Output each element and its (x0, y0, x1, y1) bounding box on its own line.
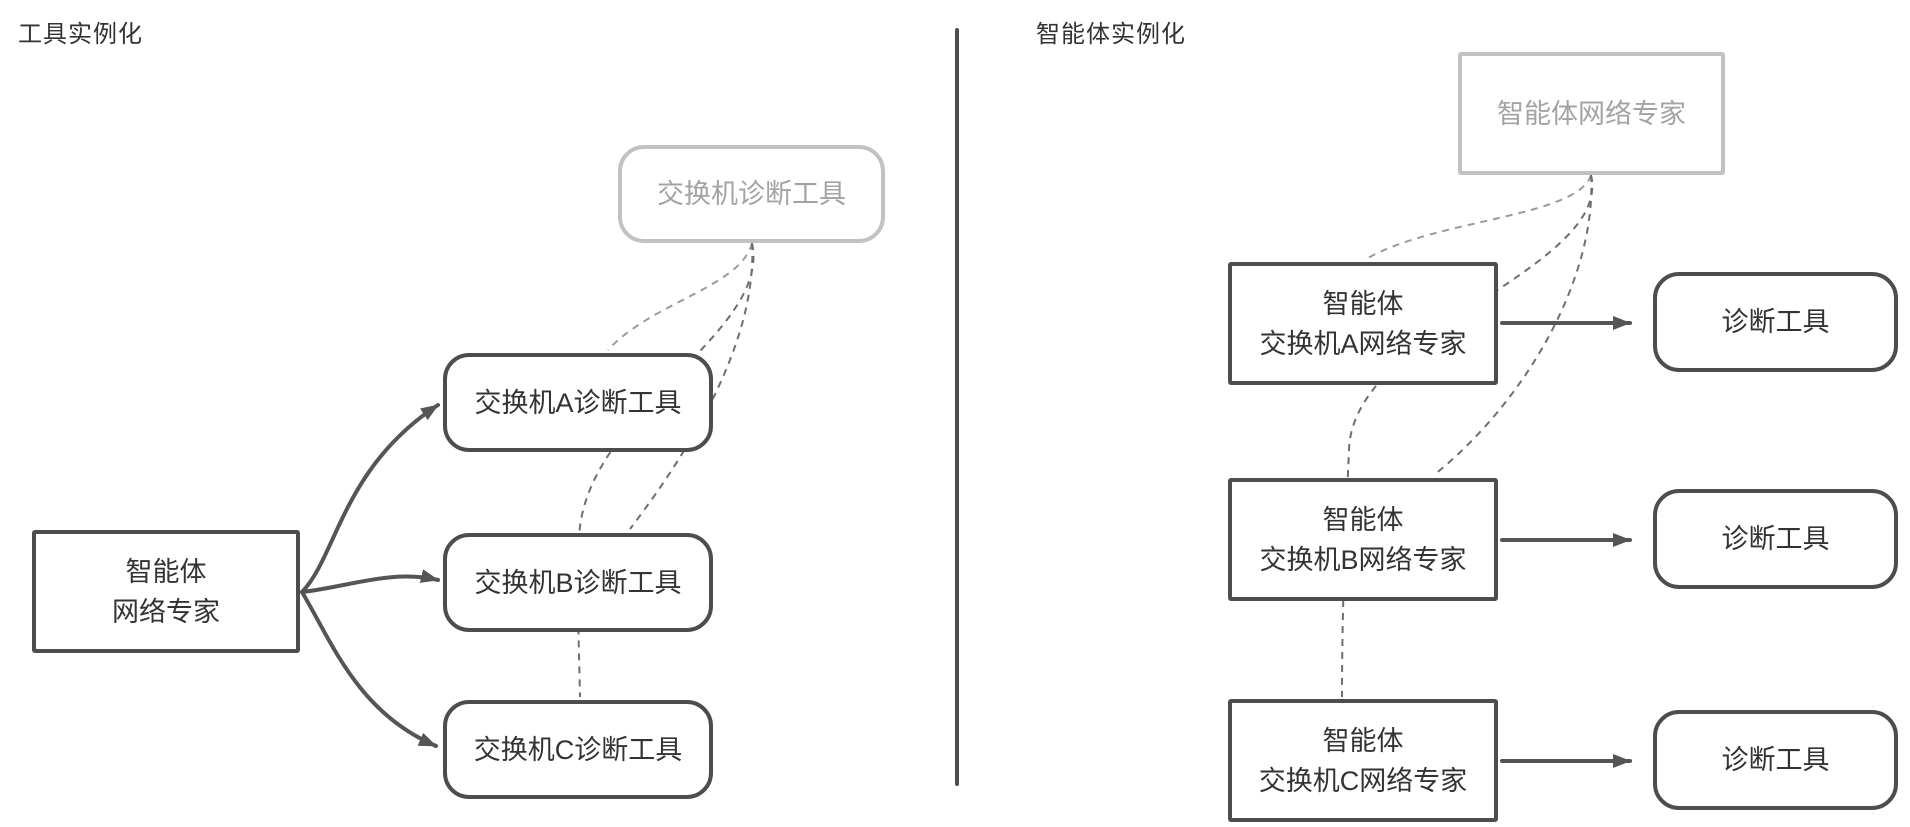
network-expert-agent-node: 智能体 网络专家 (32, 530, 300, 653)
tool-node-label: 交换机A诊断工具 (474, 387, 682, 418)
tool-node-switch-b: 交换机B诊断工具 (443, 533, 713, 632)
agent-node-label-line1: 智能体 (1322, 288, 1404, 319)
template-tool-label: 交换机诊断工具 (657, 179, 846, 209)
instantiation-link-agent-a (1367, 174, 1592, 259)
diagnostic-tool-label: 诊断工具 (1721, 745, 1830, 775)
agent-node-switch-a: 智能体 交换机A网络专家 (1228, 262, 1498, 385)
right-panel-title: 智能体实例化 (1036, 21, 1186, 48)
agent-node-label-line2: 交换机B网络专家 (1259, 544, 1467, 575)
instantiation-link-tool-b (629, 242, 754, 530)
diagnostic-tool-node-a: 诊断工具 (1653, 272, 1898, 372)
agent-node-label-line1: 智能体 (1322, 725, 1404, 756)
diagnostic-tool-label: 诊断工具 (1721, 524, 1830, 554)
template-tool-node: 交换机诊断工具 (618, 145, 885, 243)
tool-node-label: 交换机C诊断工具 (473, 734, 683, 765)
diagnostic-tool-node-c: 诊断工具 (1653, 710, 1898, 810)
agent-node-switch-c: 智能体 交换机C网络专家 (1228, 699, 1498, 822)
agent-node-label-line2: 交换机C网络专家 (1258, 765, 1468, 796)
diagnostic-tool-node-b: 诊断工具 (1653, 489, 1898, 589)
panel-divider (955, 28, 959, 786)
instantiation-link-agent-c (1341, 174, 1594, 698)
tool-node-label: 交换机B诊断工具 (474, 567, 682, 598)
agent-node-switch-b: 智能体 交换机B网络专家 (1228, 478, 1498, 601)
branch-arrow-to-tool-a (300, 403, 440, 594)
branch-arrow-to-tool-c (300, 590, 438, 748)
agent-label-line2: 网络专家 (112, 596, 220, 627)
tool-node-switch-a: 交换机A诊断工具 (443, 353, 713, 452)
agent-label-line1: 智能体 (125, 556, 207, 587)
branch-arrow-to-tool-b (300, 569, 440, 594)
instantiation-link-tool-c (577, 242, 755, 698)
instantiation-link-agent-b (1433, 174, 1593, 476)
instantiation-link-tool-a (607, 242, 753, 351)
tool-node-switch-c: 交换机C诊断工具 (443, 700, 713, 799)
agent-node-label-line2: 交换机A网络专家 (1259, 328, 1467, 359)
agent-node-label-line1: 智能体 (1322, 504, 1404, 535)
template-agent-label: 智能体网络专家 (1497, 98, 1686, 129)
left-panel-title: 工具实例化 (18, 21, 143, 48)
template-agent-node: 智能体网络专家 (1458, 52, 1725, 175)
diagnostic-tool-label: 诊断工具 (1721, 307, 1830, 337)
